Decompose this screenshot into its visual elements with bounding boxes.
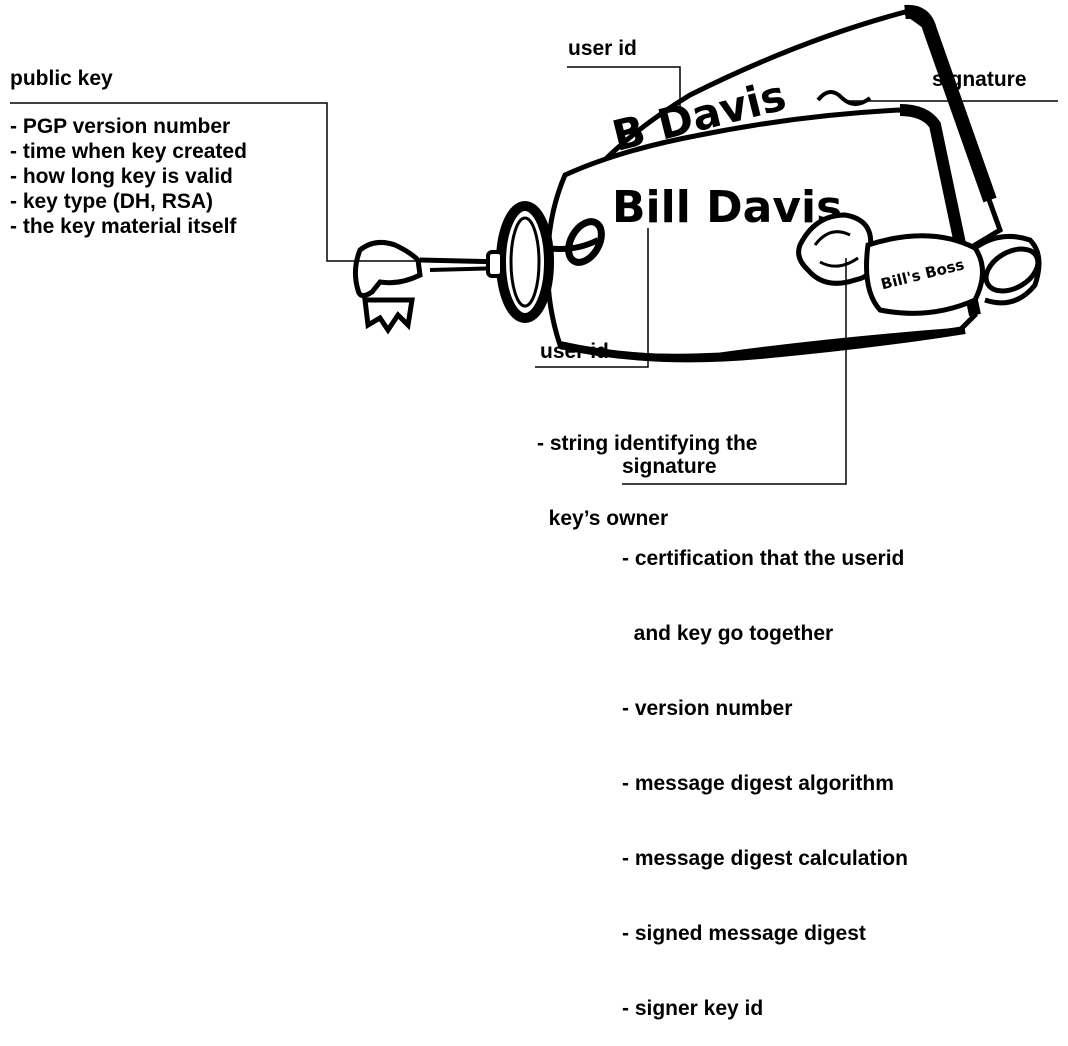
public-key-list: - PGP version number - time when key cre… xyxy=(10,114,247,239)
list-item: - PGP version number xyxy=(10,115,231,138)
front-tag-text: Bill Davis xyxy=(612,182,842,233)
signature-title: signature xyxy=(622,455,717,478)
key-ring-illustration: B Davis Bill Davis Bill's Boss xyxy=(10,4,1058,485)
list-item: - signer key id xyxy=(622,997,764,1020)
signature-list: - certification that the userid and key … xyxy=(622,496,908,1046)
user-id-list: - string identifying the key’s owner xyxy=(537,381,758,556)
user-id-title: user id xyxy=(540,340,609,363)
list-item: key’s owner xyxy=(537,507,669,530)
leader-lines xyxy=(10,66,1058,485)
list-item: - certification that the userid xyxy=(622,547,905,570)
list-item: and key go together xyxy=(622,622,834,645)
signature-top-label: signature xyxy=(932,68,1027,91)
list-item: - the key material itself xyxy=(10,215,237,238)
list-item: - how long key is valid xyxy=(10,165,233,188)
list-item: - message digest algorithm xyxy=(622,772,894,795)
signature-seal: Bill's Boss xyxy=(796,212,1042,316)
user-id-top-label: user id xyxy=(568,37,637,60)
front-tag: Bill Davis xyxy=(545,104,981,363)
public-key-title: public key xyxy=(10,67,113,90)
list-item: - signed message digest xyxy=(622,922,866,945)
key-drawing xyxy=(352,239,506,335)
list-item: - version number xyxy=(622,697,793,720)
list-item: - key type (DH, RSA) xyxy=(10,190,214,213)
list-item: - time when key created xyxy=(10,140,247,163)
list-item: - message digest calculation xyxy=(622,847,908,870)
list-item: - string identifying the xyxy=(537,432,758,455)
